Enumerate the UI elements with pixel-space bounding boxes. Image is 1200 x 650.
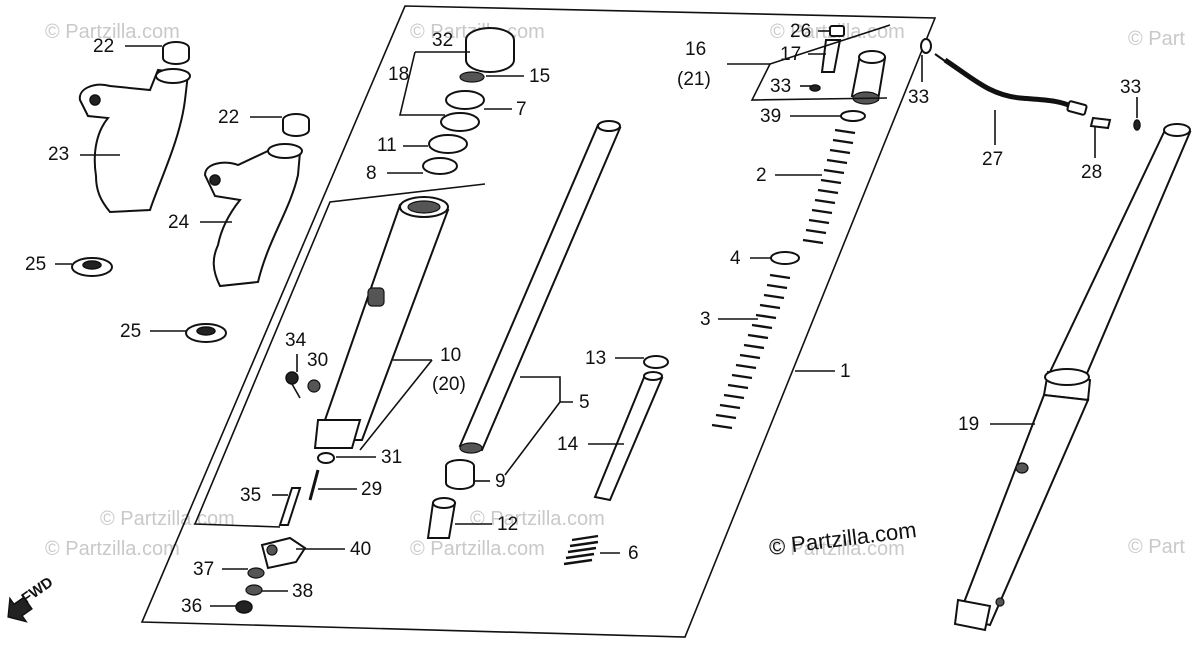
axle-holder-40 xyxy=(260,536,307,570)
piston-ring-13 xyxy=(643,355,669,369)
callout-39: 39 xyxy=(760,106,781,127)
callout-35: 35 xyxy=(240,485,261,506)
callout-29: 29 xyxy=(361,479,382,500)
damper-rod-14 xyxy=(593,371,664,502)
callout-5: 5 xyxy=(579,392,590,413)
callout-13: 13 xyxy=(585,348,606,369)
callout-20: (20) xyxy=(432,374,466,395)
callout-27: 27 xyxy=(982,149,1003,170)
oil-seal-22b xyxy=(282,113,310,137)
fork-spring-3 xyxy=(711,273,791,430)
watermark: © Partzilla.com xyxy=(45,538,180,560)
assembly-frame xyxy=(140,5,937,638)
fork-lower-cover-24 xyxy=(203,143,303,288)
front-fork-assembly-19 xyxy=(953,123,1192,632)
slide-bushing-9 xyxy=(445,459,475,490)
callout-31: 31 xyxy=(381,447,402,468)
drain-bolt-30 xyxy=(307,379,321,393)
oil-seal-22a xyxy=(162,41,190,65)
callout-16: 16 xyxy=(685,39,706,60)
callout-34: 34 xyxy=(285,330,307,351)
o-ring-33 xyxy=(809,84,821,92)
grommet-25a xyxy=(71,257,113,277)
oil-lock-piece-12 xyxy=(426,497,457,539)
fork-spring-2 xyxy=(802,128,856,245)
washer-38 xyxy=(245,584,263,596)
callout-7: 7 xyxy=(516,99,527,120)
callout-12: 12 xyxy=(497,514,518,535)
callout-14: 14 xyxy=(557,434,579,455)
watermark: © Partzilla.com xyxy=(410,538,545,560)
callout-40: 40 xyxy=(350,539,371,560)
callout-37: 37 xyxy=(193,559,214,580)
fork-cap-assembly-26-17 xyxy=(820,25,887,105)
callout-2: 2 xyxy=(756,165,767,186)
callout-17: 17 xyxy=(780,44,801,65)
callout-24: 24 xyxy=(168,212,190,233)
watermark: © Partzilla.com xyxy=(100,508,235,530)
callout-38: 38 xyxy=(292,581,313,602)
callout-1: 1 xyxy=(840,361,851,382)
callout-labels: 22 23 22 24 25 25 32 18 15 7 11 8 34 30 … xyxy=(25,21,1141,617)
watermark: © Partzilla.com xyxy=(470,508,605,530)
nut-36 xyxy=(235,600,253,614)
callout-26: 26 xyxy=(790,21,811,42)
washer-31 xyxy=(317,452,335,464)
fork-tube-5 xyxy=(458,120,622,454)
bolt-29 xyxy=(308,469,320,501)
callout-32: 32 xyxy=(432,30,453,51)
air-valve-28 xyxy=(1089,116,1112,130)
air-hose-27 xyxy=(934,53,1088,116)
callout-3: 3 xyxy=(700,309,711,330)
fork-upper-cover-23 xyxy=(78,68,191,214)
rebound-spring-6 xyxy=(563,534,599,566)
o-ring-39 xyxy=(840,110,866,122)
callout-6: 6 xyxy=(628,543,639,564)
o-ring-33b xyxy=(920,38,932,54)
callout-11: 11 xyxy=(377,135,397,156)
callout-10: 10 xyxy=(440,345,461,366)
fork-slider-10 xyxy=(313,196,450,449)
fwd-arrow: FWD xyxy=(7,574,57,623)
callout-36: 36 xyxy=(181,596,202,617)
o-ring-33c xyxy=(1133,119,1141,131)
spring-seat-4 xyxy=(770,251,800,265)
watermark: © Partzilla.com xyxy=(770,538,905,560)
fwd-label: FWD xyxy=(19,574,57,608)
bolt-34 xyxy=(285,371,301,399)
callout-21: (21) xyxy=(677,69,711,90)
callout-33: 33 xyxy=(770,76,791,97)
stud-35 xyxy=(278,487,302,526)
callout-23: 23 xyxy=(48,144,69,165)
callout-33: 33 xyxy=(1120,77,1141,98)
callout-4: 4 xyxy=(730,248,741,269)
callout-22: 22 xyxy=(93,36,114,57)
washer-37 xyxy=(247,567,265,579)
callout-25: 25 xyxy=(25,254,46,275)
callout-28: 28 xyxy=(1081,162,1102,183)
callout-33: 33 xyxy=(908,87,929,108)
oil-seal-stack xyxy=(422,27,515,175)
watermark: © Part xyxy=(1128,536,1185,558)
watermark-layer: © Partzilla.com © Partzilla.com © Partzi… xyxy=(45,21,1185,560)
grommet-25b xyxy=(185,323,227,343)
subframe-fork-pipe xyxy=(193,183,486,528)
callout-9: 9 xyxy=(495,471,506,492)
callout-8: 8 xyxy=(366,163,377,184)
callout-30: 30 xyxy=(307,350,328,371)
callout-25: 25 xyxy=(120,321,141,342)
watermark: © Partzilla.com xyxy=(45,21,180,43)
watermark: © Part xyxy=(1128,28,1185,50)
callout-19: 19 xyxy=(958,414,979,435)
callout-18: 18 xyxy=(388,64,409,85)
leader-lines xyxy=(55,24,1138,607)
callout-22: 22 xyxy=(218,107,239,128)
callout-15: 15 xyxy=(529,66,550,87)
